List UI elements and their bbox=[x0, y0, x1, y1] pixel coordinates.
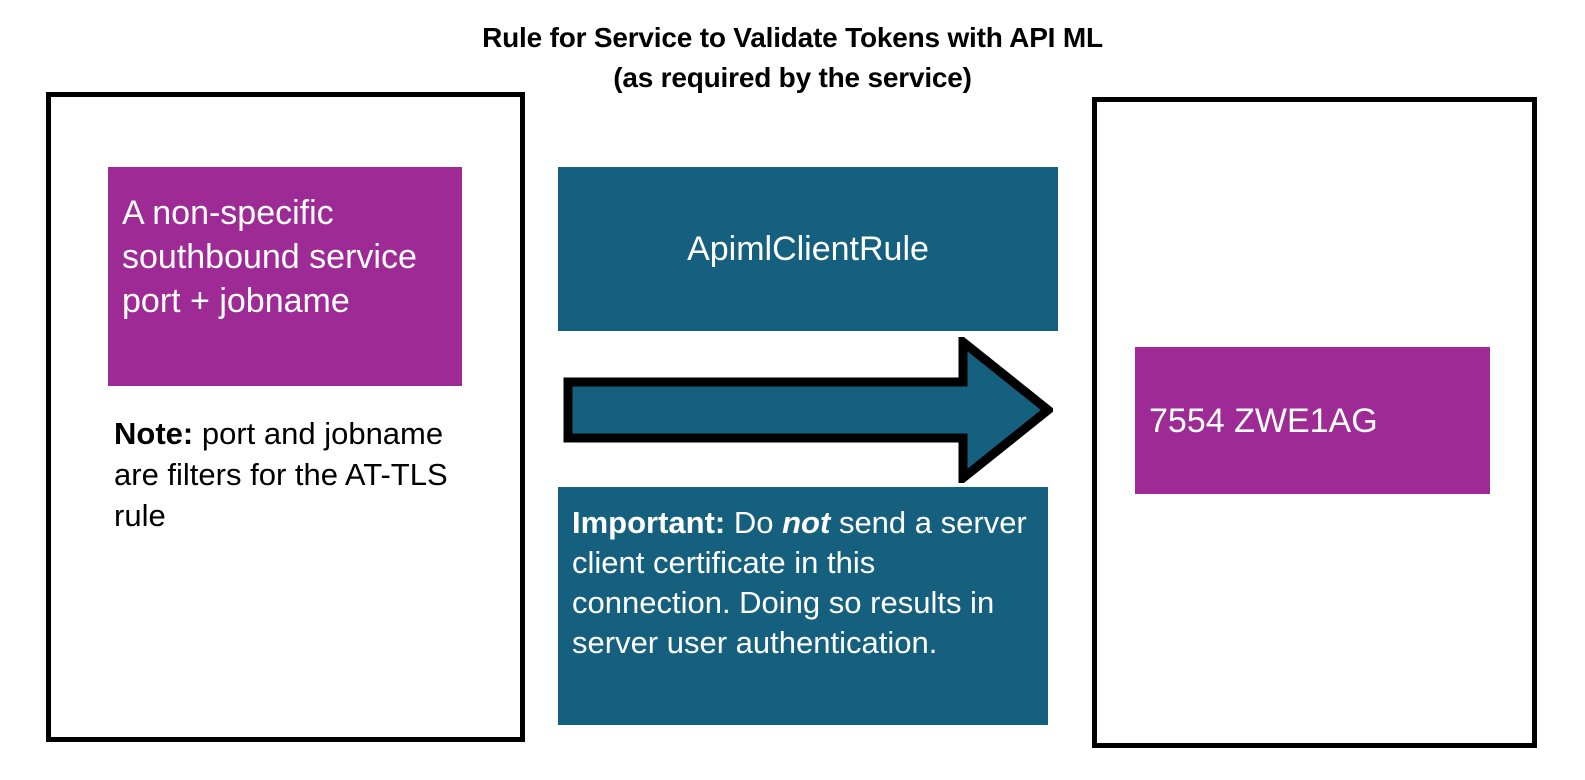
note-text: Note: port and jobname are filters for t… bbox=[114, 413, 474, 536]
apiml-client-rule-block: ApimlClientRule bbox=[558, 167, 1058, 331]
server-port-jobname-label: 7554 ZWE1AG bbox=[1149, 401, 1378, 440]
right-arrow-icon bbox=[563, 337, 1053, 483]
note-lead: Note: bbox=[114, 416, 194, 451]
important-part1: Do bbox=[725, 505, 783, 540]
page-title: Rule for Service to Validate Tokens with… bbox=[0, 18, 1585, 98]
title-line-2: (as required by the service) bbox=[613, 62, 972, 93]
server-port-jobname-block: 7554 ZWE1AG bbox=[1135, 347, 1490, 494]
important-part2: send a server client certificate in this… bbox=[572, 505, 1027, 660]
southbound-port-jobname-label: A non-specific southbound service port +… bbox=[122, 194, 417, 320]
southbound-port-jobname-block: A non-specific southbound service port +… bbox=[108, 167, 462, 386]
note-body: port and jobname are filters for the AT-… bbox=[114, 416, 448, 533]
important-note-block: Important: Do not send a server client c… bbox=[558, 487, 1048, 725]
title-line-1: Rule for Service to Validate Tokens with… bbox=[482, 22, 1103, 53]
important-emphasis: not bbox=[782, 505, 831, 540]
important-lead: Important: bbox=[572, 505, 726, 540]
apiml-client-rule-label: ApimlClientRule bbox=[687, 230, 929, 268]
